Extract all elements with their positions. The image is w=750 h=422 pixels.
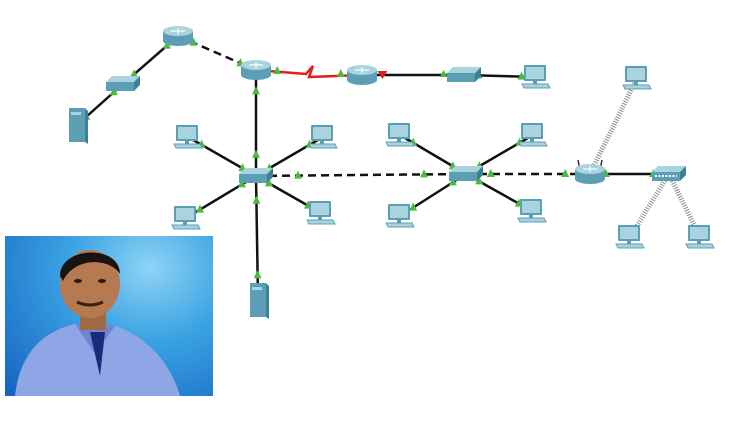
hub-icon[interactable] bbox=[652, 166, 686, 181]
link-serial[interactable] bbox=[255, 65, 363, 79]
router-icon[interactable] bbox=[163, 26, 193, 46]
link-up-indicator-icon bbox=[252, 86, 260, 95]
pc-icon[interactable] bbox=[517, 199, 547, 223]
pc-icon[interactable] bbox=[622, 66, 652, 90]
link-crossover[interactable] bbox=[255, 169, 467, 179]
switch-icon[interactable] bbox=[447, 67, 481, 82]
switch-icon[interactable] bbox=[239, 168, 273, 183]
link-up-indicator-icon bbox=[265, 178, 273, 187]
pc-icon[interactable] bbox=[521, 65, 551, 89]
presenter-photo bbox=[5, 236, 213, 396]
link-straight[interactable] bbox=[252, 70, 260, 176]
link-up-indicator-icon bbox=[189, 37, 198, 46]
link-crossover[interactable] bbox=[466, 169, 590, 177]
link-up-indicator-icon bbox=[448, 177, 457, 186]
pc-icon[interactable] bbox=[173, 125, 203, 149]
link-up-indicator-icon bbox=[517, 71, 526, 80]
link-up-indicator-icon bbox=[130, 69, 138, 78]
link-straight[interactable] bbox=[252, 175, 262, 301]
pc-icon[interactable] bbox=[615, 225, 645, 249]
link-wireless[interactable] bbox=[666, 172, 703, 239]
pc-icon[interactable] bbox=[385, 123, 415, 147]
link-up-indicator-icon bbox=[109, 87, 118, 96]
link-up-indicator-icon bbox=[252, 149, 260, 158]
pc-icon[interactable] bbox=[308, 125, 338, 149]
link-up-indicator-icon bbox=[409, 202, 418, 211]
switch-icon[interactable] bbox=[449, 166, 483, 181]
switch-icon[interactable] bbox=[106, 76, 140, 91]
link-up-indicator-icon bbox=[420, 169, 428, 178]
devices bbox=[69, 26, 715, 319]
link-up-indicator-icon bbox=[238, 179, 246, 188]
link-up-indicator-icon bbox=[163, 40, 171, 49]
link-wireless[interactable] bbox=[587, 76, 640, 176]
wireless-router-icon[interactable] bbox=[575, 159, 605, 184]
link-up-indicator-icon bbox=[252, 195, 261, 204]
link-up-indicator-icon bbox=[561, 169, 570, 177]
pc-icon[interactable] bbox=[685, 225, 715, 249]
link-up-indicator-icon bbox=[253, 270, 262, 279]
server-icon[interactable] bbox=[69, 108, 88, 144]
server-icon[interactable] bbox=[250, 283, 269, 319]
person-image bbox=[15, 250, 180, 396]
pc-icon[interactable] bbox=[518, 123, 548, 147]
link-up-indicator-icon bbox=[486, 169, 495, 177]
link-up-indicator-icon bbox=[475, 176, 484, 185]
link-up-indicator-icon bbox=[294, 170, 302, 179]
link-down-indicator-icon bbox=[377, 71, 388, 79]
link-up-indicator-icon bbox=[196, 204, 204, 213]
hair bbox=[60, 252, 120, 281]
router-icon[interactable] bbox=[241, 60, 271, 80]
pc-icon[interactable] bbox=[306, 201, 336, 225]
link-up-indicator-icon bbox=[336, 69, 345, 77]
pc-icon[interactable] bbox=[171, 206, 201, 230]
pc-icon[interactable] bbox=[385, 204, 415, 228]
link-up-indicator-icon bbox=[439, 70, 448, 77]
router-icon[interactable] bbox=[347, 65, 377, 85]
link-up-indicator-icon bbox=[273, 66, 282, 74]
